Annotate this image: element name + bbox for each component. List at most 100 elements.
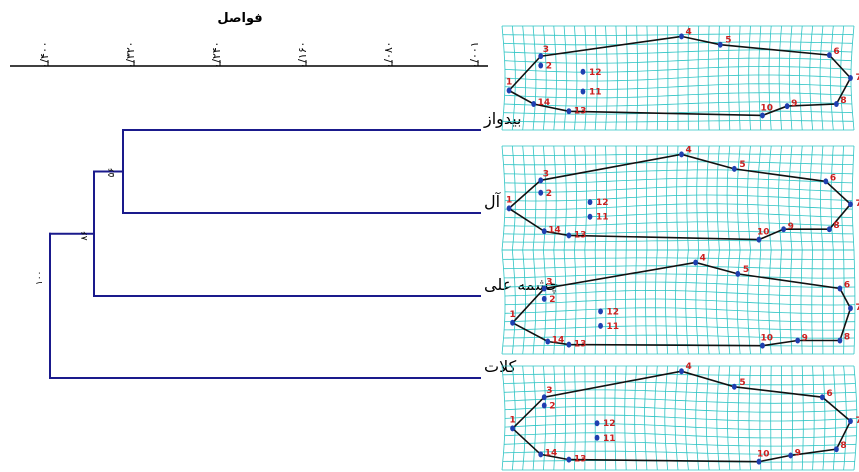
landmark-number: 2	[546, 189, 552, 199]
landmark-number: 7	[855, 416, 859, 426]
landmark-dot	[510, 425, 515, 432]
landmark-number: 12	[596, 198, 609, 208]
landmark-number: 3	[543, 169, 549, 179]
landmark-dot	[826, 226, 832, 233]
landmark-number: 13	[574, 230, 587, 240]
landmark-dot	[731, 165, 737, 172]
dendrogram-branches	[49, 129, 481, 379]
landmark-number: 9	[795, 448, 801, 458]
landmark-number: 12	[607, 307, 620, 317]
leaf-label: بیدواز	[483, 109, 522, 129]
landmark-number: 11	[596, 213, 609, 223]
landmark-number: 4	[686, 362, 692, 372]
landmark-dot	[510, 319, 515, 326]
landmark-dot	[506, 87, 512, 94]
landmark-dot	[580, 88, 586, 95]
landmark-number: 7	[855, 199, 859, 209]
dendrogram-bootstrap-labels: ۵۶ ۸۶ ۱۰۰	[35, 168, 117, 286]
deformation-grid	[501, 25, 855, 131]
shape-outline	[512, 370, 852, 463]
landmark-number: 13	[574, 340, 587, 350]
landmark-dot	[848, 305, 853, 312]
landmark-number: 6	[844, 280, 850, 290]
landmark-dot	[760, 342, 765, 349]
landmark-number: 6	[833, 47, 839, 57]
landmark-dot	[837, 285, 843, 292]
landmark-dot	[541, 228, 547, 235]
landmark-dot	[784, 103, 790, 110]
landmark-number: 2	[549, 402, 555, 412]
bootstrap-value: ۵۶	[107, 168, 117, 178]
landmark-dot	[580, 68, 586, 75]
landmark-number: 7	[855, 73, 859, 83]
landmark-dot	[795, 337, 801, 344]
landmark-dot	[531, 101, 537, 107]
bootstrap-value: ۸۶	[80, 231, 90, 241]
bootstrap-value: ۱۰۰	[35, 271, 45, 286]
landmark-dot	[735, 270, 741, 277]
axis-tick-label: ۰/۰۰۱	[468, 41, 481, 68]
landmark-number: 1	[506, 195, 512, 205]
landmark-dot	[538, 53, 544, 60]
axis-tick-label: ۰/۴۰۰	[38, 41, 51, 68]
landmark-dot	[826, 52, 832, 59]
landmark-number: 5	[739, 160, 745, 170]
landmark-dot	[594, 420, 600, 427]
landmark-dot	[781, 226, 786, 233]
landmark-dot	[717, 41, 723, 48]
landmark-number: 1	[506, 77, 512, 87]
landmark-number: 4	[686, 27, 692, 37]
landmark-dot	[566, 108, 572, 115]
landmark-dot	[834, 446, 839, 453]
landmark-dot	[760, 112, 765, 119]
landmark-dot	[566, 341, 572, 348]
landmark-dot	[594, 434, 600, 441]
landmark-dot	[848, 418, 853, 425]
landmark-number: 9	[788, 222, 794, 232]
axis-tick-label: ۰/۳۲۰	[124, 41, 137, 68]
landmark-dot	[538, 189, 544, 196]
landmark-dot	[731, 383, 737, 390]
shape-outline	[508, 153, 852, 241]
landmark-dot	[587, 213, 593, 220]
leaf-label: آل	[484, 192, 502, 211]
landmark-number: 11	[589, 88, 602, 98]
axis-tick-label: ۰/۲۴۰	[210, 41, 223, 68]
landmark-number: 11	[603, 434, 616, 444]
landmark-dot	[566, 232, 572, 239]
landmark-number: 13	[574, 106, 587, 116]
landmark-number: 5	[739, 378, 745, 388]
landmark-dot	[693, 259, 698, 266]
landmark-dot	[541, 285, 547, 292]
distance-axis-title: فواصل	[217, 11, 262, 26]
landmark-number: 14	[545, 448, 558, 458]
landmark-number: 3	[546, 277, 552, 287]
landmark-number: 5	[725, 36, 731, 46]
landmark-number: 2	[549, 295, 555, 305]
landmark-number: 10	[757, 228, 770, 238]
landmark-number: 10	[760, 334, 773, 344]
landmark-dot	[545, 338, 551, 345]
landmark-number: 10	[757, 450, 770, 460]
landmark-number: 9	[802, 333, 808, 343]
landmark-number: 3	[543, 45, 549, 55]
landmark-number: 13	[574, 455, 587, 465]
landmark-number: 8	[833, 221, 839, 231]
landmark-dot	[598, 322, 603, 329]
shape-outline	[512, 261, 852, 347]
landmark-number: 14	[548, 225, 561, 235]
shape-outline	[508, 35, 852, 117]
landmark-dot	[538, 451, 544, 458]
landmark-dot	[679, 33, 684, 40]
landmark-dot	[566, 456, 572, 463]
landmark-number: 8	[844, 332, 850, 342]
landmark-dot	[538, 62, 544, 69]
landmark-number: 7	[855, 303, 859, 313]
landmark-dot	[756, 236, 762, 243]
landmark-dot	[834, 101, 839, 107]
